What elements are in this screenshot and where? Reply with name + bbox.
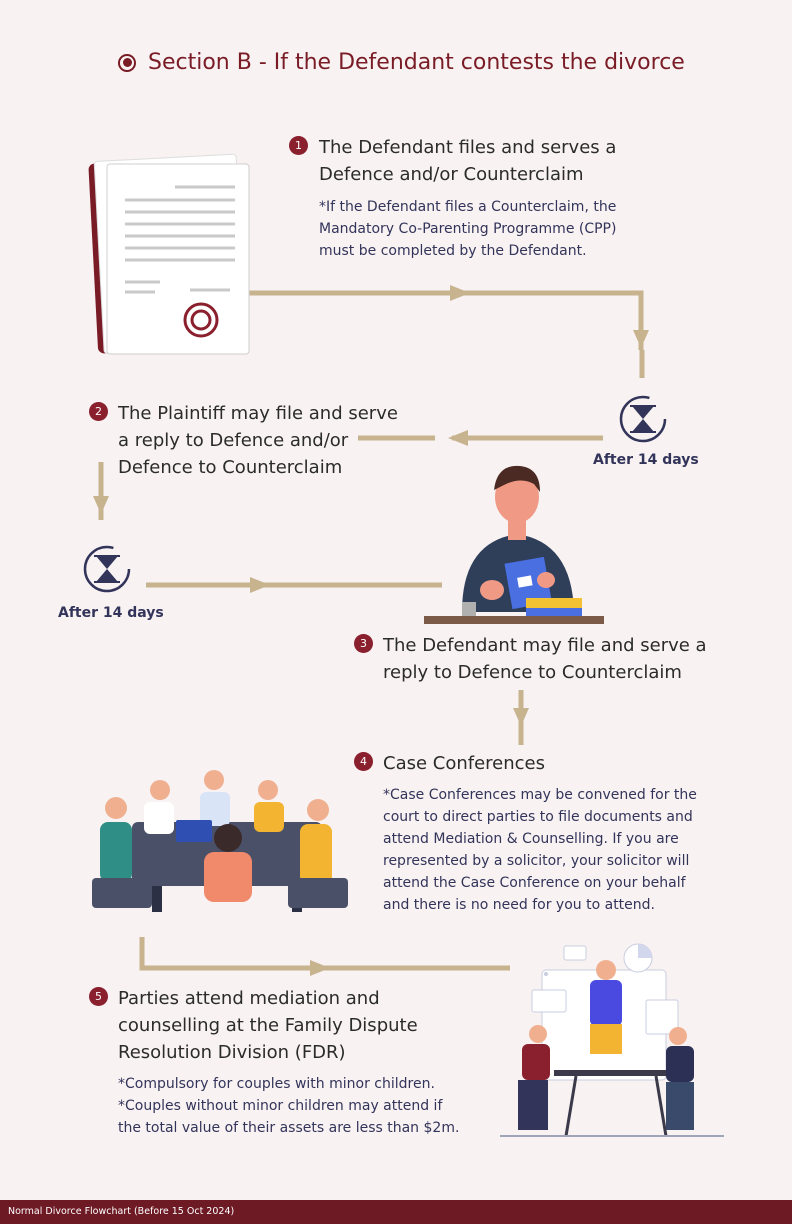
arrow-right xyxy=(450,285,470,301)
step-number-badge: 4 xyxy=(354,752,373,771)
step-number-badge: 1 xyxy=(289,136,308,155)
arrow-down xyxy=(513,708,529,726)
step-3-text: The Defendant may file and serve a reply… xyxy=(383,635,707,683)
step-number-badge: 3 xyxy=(354,634,373,653)
document-illustration xyxy=(88,153,250,355)
mediation-illustration xyxy=(500,943,724,1137)
person-with-documents-illustration xyxy=(424,465,604,624)
arrow-down xyxy=(93,496,109,514)
hourglass-icon xyxy=(83,545,131,593)
step-number-badge: 5 xyxy=(89,987,108,1006)
wait-label: After 14 days xyxy=(593,452,699,468)
hourglass-icon xyxy=(619,395,667,443)
arrow-left xyxy=(448,430,468,446)
step-5-note: *Compulsory for couples with minor child… xyxy=(118,1076,460,1136)
meeting-illustration xyxy=(92,770,348,912)
arrow-right xyxy=(310,960,330,976)
section-title: Section B - If the Defendant contests th… xyxy=(118,50,685,75)
wait-label: After 14 days xyxy=(58,605,164,621)
step-1-note: *If the Defendant files a Counterclaim, … xyxy=(319,199,617,259)
step-2-text: The Plaintiff may file and serve a reply… xyxy=(118,403,398,478)
step-5-text: Parties attend mediation and counselling… xyxy=(118,988,418,1063)
arrow-right xyxy=(250,577,270,593)
radio-icon xyxy=(118,53,136,72)
footer: Normal Divorce Flowchart (Before 15 Oct … xyxy=(0,1200,792,1224)
step-number-badge: 2 xyxy=(89,402,108,421)
arrow-down xyxy=(633,330,649,348)
step-1-text: The Defendant files and serves a Defence… xyxy=(319,137,617,185)
step-4-note: *Case Conferences may be convened for th… xyxy=(383,787,697,913)
step-4-text: Case Conferences xyxy=(383,753,546,774)
